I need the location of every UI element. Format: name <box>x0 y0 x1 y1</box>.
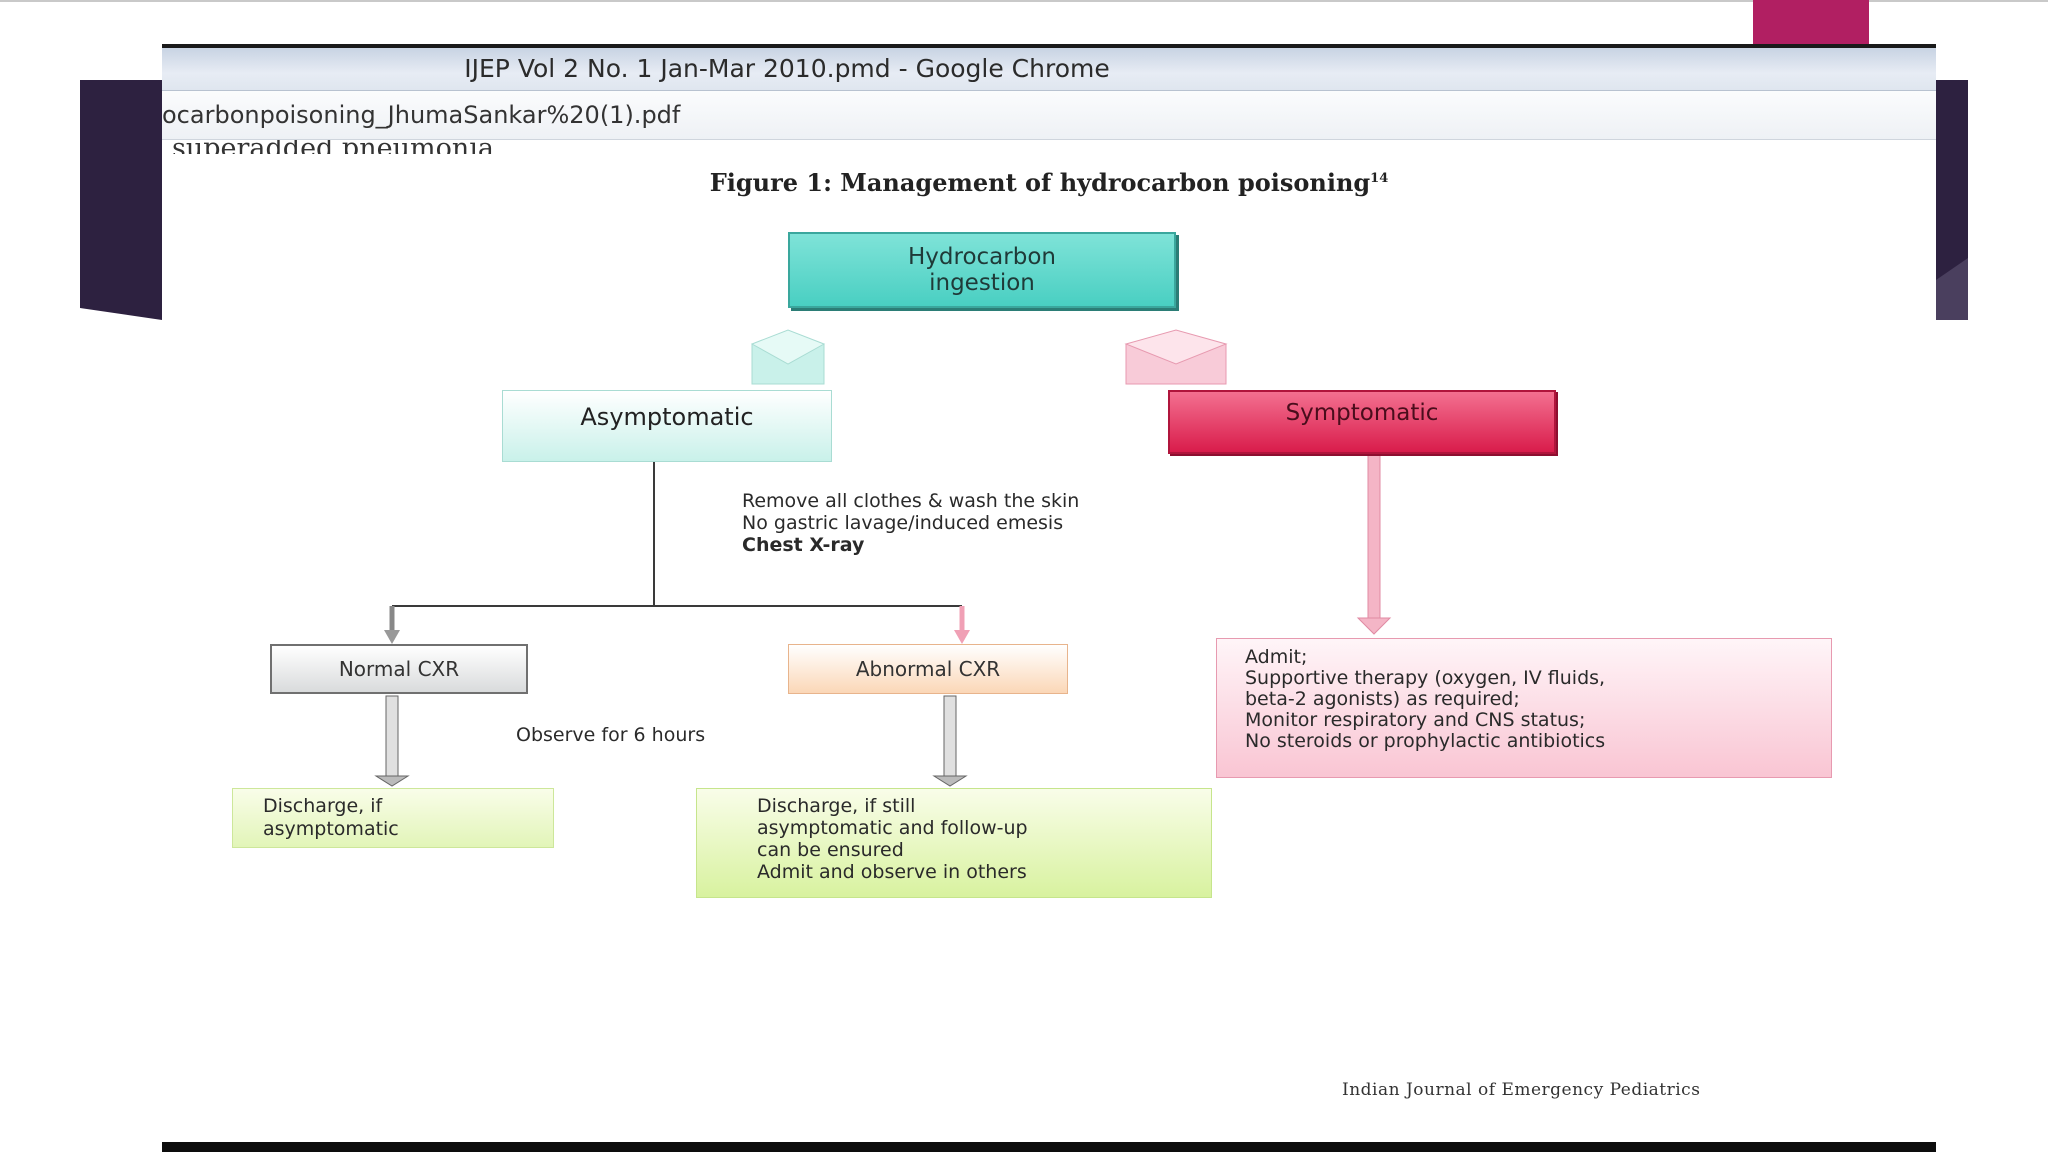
symptomatic-box: Symptomatic <box>1168 390 1556 454</box>
asymptomatic-box: Asymptomatic <box>502 390 832 462</box>
instruction-2: No gastric lavage/induced emesis <box>742 512 1064 534</box>
branch-left-arrowhead <box>384 630 400 644</box>
instruction-1: Remove all clothes & wash the skin <box>742 490 1080 512</box>
start-line-1: Hydrocarbon <box>908 244 1056 270</box>
normal-arrow-shaft <box>385 695 399 777</box>
sym-arrowhead <box>1356 617 1392 635</box>
address-bar[interactable] <box>162 91 1936 140</box>
admit-line-1: Admit; <box>1245 646 1308 668</box>
instruction-3: Chest X-ray <box>742 534 865 556</box>
abnormal-cxr-box: Abnormal CXR <box>788 644 1068 694</box>
discharge-abnormal-line-3: can be ensured <box>757 839 904 861</box>
window-bottom-bar <box>162 1142 1936 1152</box>
abnormal-arrowhead <box>932 775 968 787</box>
discharge-abnormal-line-4: Admit and observe in others <box>757 861 1027 883</box>
observe-note: Observe for 6 hours <box>516 724 706 746</box>
discharge-normal-line-1: Discharge, if <box>263 795 383 817</box>
normal-arrowhead <box>374 775 410 787</box>
admit-box: Admit; Supportive therapy (oxygen, IV fl… <box>1216 638 1832 778</box>
slide-accent-left <box>80 80 162 320</box>
arrow-to-asymptomatic-head <box>750 329 826 365</box>
top-divider <box>0 0 2048 2</box>
sym-arrow-shaft <box>1367 453 1381 619</box>
address-url[interactable]: ocarbonpoisoning_JhumaSankar%20(1).pdf <box>162 101 681 129</box>
window-top-border <box>162 44 1936 48</box>
cut-off-text: superadded pneumonia. <box>172 140 503 154</box>
branch-right-arrowhead <box>954 630 970 644</box>
discharge-abnormal-box: Discharge, if still asymptomatic and fol… <box>696 788 1212 898</box>
normal-cxr-label: Normal CXR <box>338 657 460 681</box>
discharge-normal-line-2: asymptomatic <box>263 818 399 840</box>
window-title: IJEP Vol 2 No. 1 Jan-Mar 2010.pmd - Goog… <box>464 54 1110 83</box>
start-box-text: Hydrocarbon ingestion <box>908 244 1056 296</box>
asymptomatic-label: Asymptomatic <box>580 403 754 431</box>
instructions-note: Remove all clothes & wash the skin No ga… <box>742 490 1079 556</box>
discharge-abnormal-line-1: Discharge, if still <box>757 795 916 817</box>
start-line-2: ingestion <box>929 270 1035 296</box>
admit-line-4: Monitor respiratory and CNS status; <box>1245 709 1586 731</box>
symptomatic-label: Symptomatic <box>1285 400 1439 426</box>
figure-title-reference: 14 <box>1370 171 1389 186</box>
figure-title-text: Figure 1: Management of hydrocarbon pois… <box>709 168 1371 197</box>
arrow-to-symptomatic-head <box>1124 329 1228 365</box>
discharge-normal-box: Discharge, if asymptomatic <box>232 788 554 848</box>
discharge-abnormal-line-2: asymptomatic and follow-up <box>757 817 1028 839</box>
normal-cxr-box: Normal CXR <box>270 644 528 694</box>
slide-accent-magenta <box>1753 0 1869 46</box>
admit-line-3: beta-2 agonists) as required; <box>1245 688 1520 710</box>
browser-window: IJEP Vol 2 No. 1 Jan-Mar 2010.pmd - Goog… <box>162 44 1936 1152</box>
flowchart-connectors <box>374 329 1392 787</box>
abnormal-cxr-label: Abnormal CXR <box>855 657 1001 681</box>
figure-title: Figure 1: Management of hydrocarbon pois… <box>162 168 1936 197</box>
journal-footer: Indian Journal of Emergency Pediatrics <box>1342 1080 1701 1100</box>
admit-line-5: No steroids or prophylactic antibiotics <box>1245 730 1606 752</box>
start-box: Hydrocarbon ingestion <box>788 232 1176 308</box>
admit-line-2: Supportive therapy (oxygen, IV fluids, <box>1245 667 1606 689</box>
abnormal-arrow-shaft <box>943 695 957 777</box>
title-bar[interactable] <box>162 48 1936 91</box>
